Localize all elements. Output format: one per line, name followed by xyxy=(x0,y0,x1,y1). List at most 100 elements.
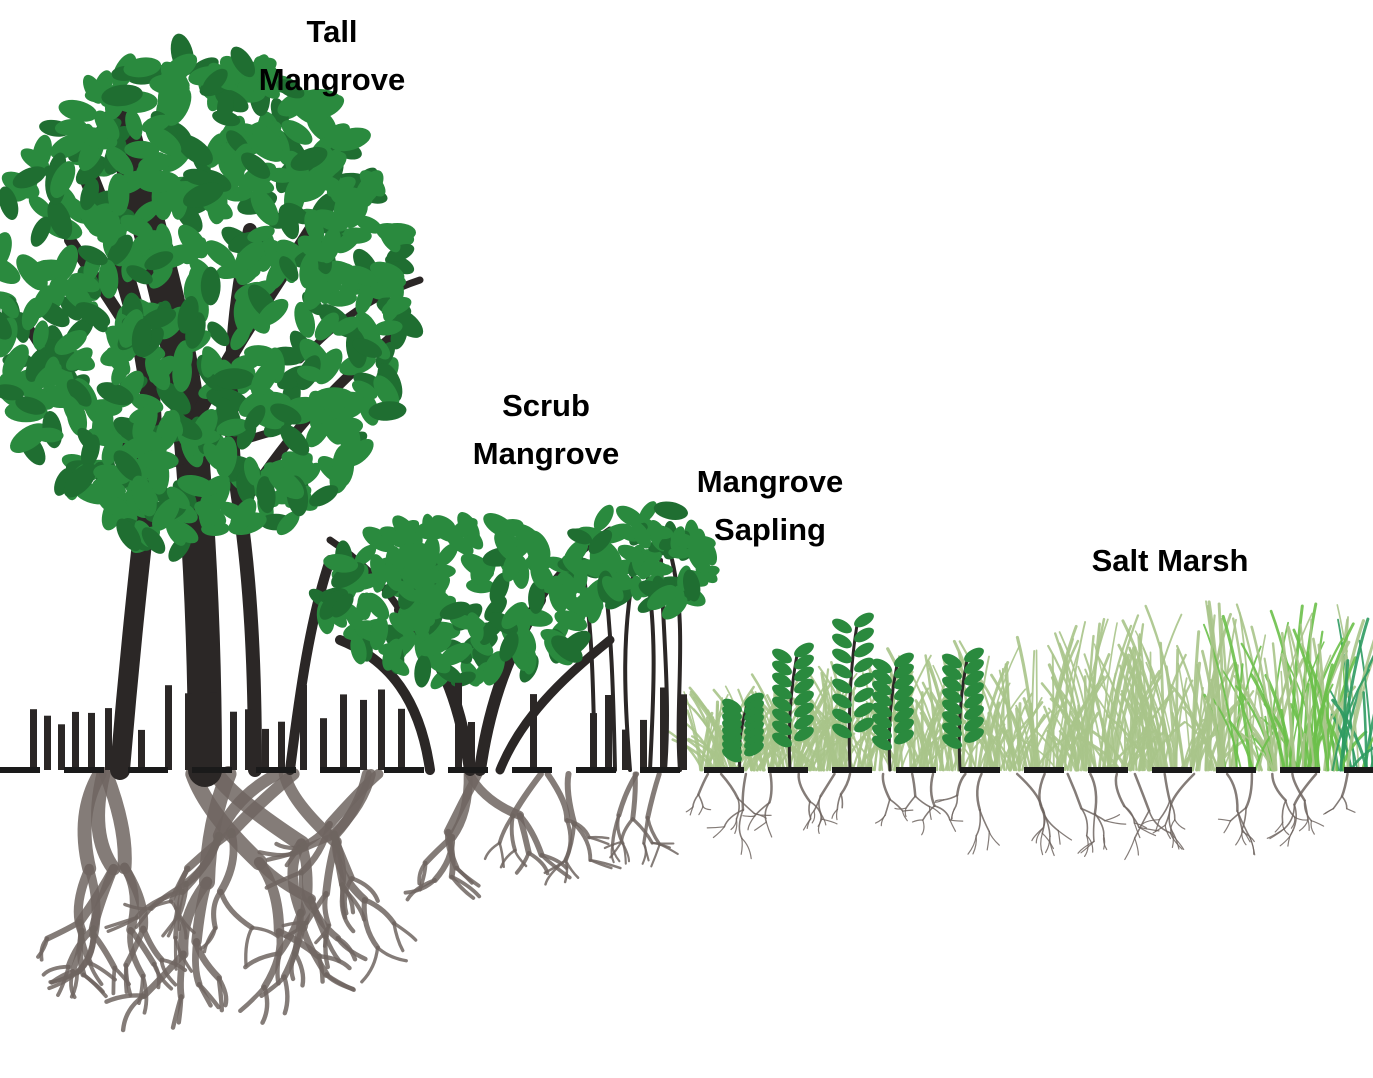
pneumatophore-icon xyxy=(660,688,667,771)
root-icon xyxy=(1175,820,1185,829)
pneumatophore-icon xyxy=(300,685,307,770)
leaf-icon xyxy=(313,387,355,409)
root-icon xyxy=(1342,796,1347,809)
root-icon xyxy=(325,894,329,926)
pneumatophore-icon xyxy=(378,690,385,771)
pneumatophore-icon xyxy=(320,718,327,770)
root-icon xyxy=(903,810,913,811)
root-icon xyxy=(755,822,767,830)
ground-dash xyxy=(128,767,168,773)
ground-dash xyxy=(1280,767,1320,773)
root-icon xyxy=(1342,774,1348,796)
root-icon xyxy=(214,891,221,927)
root-icon xyxy=(1135,838,1139,855)
root-icon xyxy=(1171,774,1194,804)
root-icon xyxy=(195,942,199,985)
pneumatophore-icon xyxy=(230,712,237,770)
ground-dash xyxy=(896,767,936,773)
root-icon xyxy=(741,838,742,854)
root-icon xyxy=(94,935,115,968)
ground-dash xyxy=(1152,767,1192,773)
pneumatophore-icon xyxy=(210,693,217,770)
pneumatophore-icon xyxy=(530,694,537,770)
root-icon xyxy=(1017,774,1041,806)
root-icon xyxy=(713,827,724,838)
pneumatophore-icon xyxy=(360,700,367,770)
pneumatophore-icon xyxy=(468,722,475,770)
root-icon xyxy=(699,807,703,815)
root-icon xyxy=(284,977,287,1014)
root-icon xyxy=(1165,774,1170,801)
root-icon xyxy=(648,774,660,818)
label-tall-mangrove-line1: Tall xyxy=(232,8,432,56)
ground-dash xyxy=(192,767,232,773)
ground-dash xyxy=(256,767,296,773)
root-icon xyxy=(811,811,814,820)
root-icon xyxy=(944,795,958,800)
root-icon xyxy=(703,807,711,810)
ground-dash xyxy=(64,767,104,773)
root-icon xyxy=(931,774,934,806)
root-icon xyxy=(755,803,770,817)
root-icon xyxy=(980,810,989,832)
label-salt-marsh-line1: Salt Marsh xyxy=(1060,537,1280,585)
leaf-icon xyxy=(830,646,855,667)
label-tall-mangrove-line2: Mangrove xyxy=(232,56,432,104)
root-icon xyxy=(799,774,810,802)
root-icon xyxy=(197,942,219,978)
root-icon xyxy=(821,774,835,796)
pneumatophore-icon xyxy=(455,683,462,770)
root-icon xyxy=(1224,821,1231,833)
root-icon xyxy=(906,796,915,808)
pneumatophore-icon xyxy=(105,708,112,770)
ground-dash xyxy=(448,767,488,773)
pneumatophore-icon xyxy=(605,695,612,770)
root-icon xyxy=(47,922,79,939)
root-icon xyxy=(987,832,989,850)
root-icon xyxy=(1068,774,1082,809)
root-icon xyxy=(1041,833,1043,854)
root-icon xyxy=(698,795,703,807)
root-icon xyxy=(485,843,500,859)
marsh-grass-icon xyxy=(1125,720,1126,770)
pneumatophore-icon xyxy=(88,713,95,770)
root-icon xyxy=(976,810,980,836)
label-scrub-mangrove-line2: Mangrove xyxy=(446,430,646,478)
root-icon xyxy=(1105,821,1126,824)
root-icon xyxy=(221,891,252,927)
root-icon xyxy=(769,774,771,803)
ground-dash xyxy=(1344,767,1373,773)
root-icon xyxy=(698,774,708,795)
ground-dash xyxy=(640,767,680,773)
root-icon xyxy=(334,774,371,834)
root-icon xyxy=(923,806,935,820)
root-icon xyxy=(968,836,976,854)
root-icon xyxy=(766,822,771,837)
pneumatophore-icon xyxy=(278,722,285,770)
root-icon xyxy=(913,820,923,822)
pneumatophore-icon xyxy=(165,685,172,770)
ground-dash xyxy=(1216,767,1256,773)
root-icon xyxy=(1058,831,1071,840)
root-icon xyxy=(1227,774,1237,811)
pneumatophore-icon xyxy=(680,694,687,770)
root-icon xyxy=(246,928,252,966)
pneumatophore-icon xyxy=(245,709,252,770)
root-icon xyxy=(326,975,353,990)
root-icon xyxy=(1300,820,1309,831)
pneumatophore-icon xyxy=(640,720,647,770)
ground-dash xyxy=(1024,767,1064,773)
ground-dash xyxy=(512,767,552,773)
label-mangrove-sapling-line2: Sapling xyxy=(670,506,870,554)
ground-dash xyxy=(1088,767,1128,773)
root-icon xyxy=(1094,814,1095,842)
ground-dash xyxy=(0,767,40,773)
root-icon xyxy=(1058,831,1060,845)
root-icon xyxy=(1347,809,1355,813)
pneumatophore-icon xyxy=(262,729,269,770)
root-icon xyxy=(1272,774,1285,800)
root-icon xyxy=(935,806,950,820)
root-icon xyxy=(731,819,737,830)
ground-dash xyxy=(832,767,872,773)
label-salt-marsh: Salt Marsh xyxy=(1060,537,1280,585)
